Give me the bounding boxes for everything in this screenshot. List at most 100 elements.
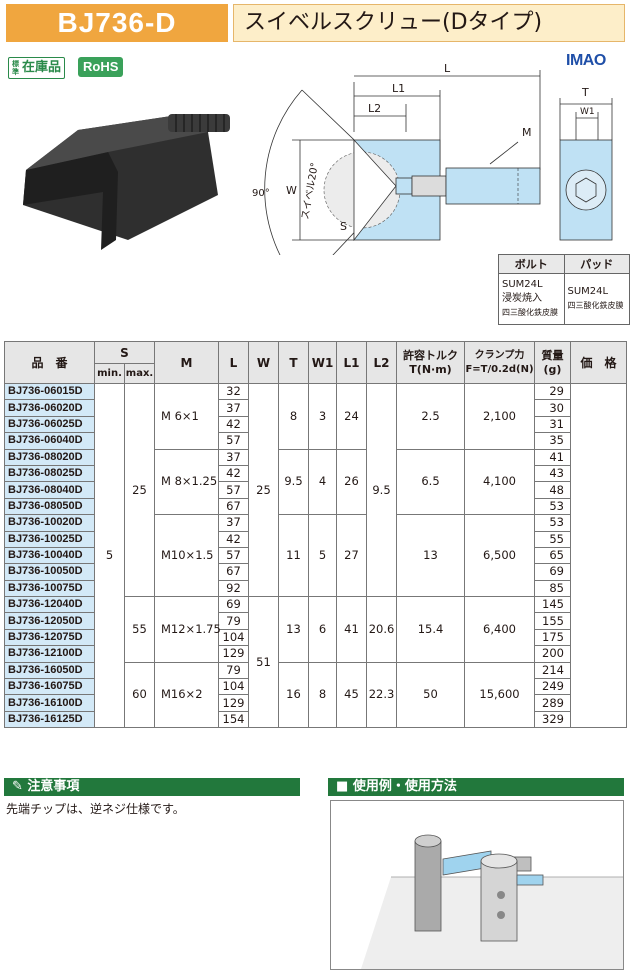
- l1-cell: 24: [336, 383, 367, 450]
- table-row: BJ736-16075D 104 249: [4, 678, 627, 696]
- usage-title: 使用例・使用方法: [352, 779, 457, 794]
- thread-size-cell: M12×1.75: [154, 596, 221, 663]
- length-cell: 32: [218, 382, 249, 401]
- label-90deg: 90°: [252, 188, 270, 199]
- clamp-formula: F=T/0.2d(N): [465, 363, 534, 375]
- w1-cell: 4: [308, 448, 337, 516]
- l2-cell: 20.6: [366, 596, 397, 663]
- usage-section-header: ■ 使用例・使用方法: [328, 778, 624, 796]
- length-cell: 92: [218, 579, 249, 598]
- t-cell: 16: [278, 661, 309, 729]
- header-clamp: クランプ力 F=T/0.2d(N): [464, 341, 535, 384]
- mass-cell: 289: [534, 694, 571, 712]
- length-cell: 37: [218, 399, 249, 417]
- header-price: 価 格: [570, 341, 627, 384]
- l1-cell: 27: [336, 514, 367, 598]
- label-T: T: [581, 86, 589, 99]
- clamp-force-cell: 2,100: [464, 383, 535, 450]
- caution-title: 注意事項: [27, 779, 80, 794]
- part-number-cell: BJ736-12100D: [4, 645, 95, 663]
- label-S: S: [340, 220, 347, 233]
- part-number-cell: BJ736-10075D: [4, 579, 95, 598]
- mass-cell: 30: [534, 399, 571, 417]
- part-number-cell: BJ736-16100D: [4, 694, 95, 712]
- part-number-cell: BJ736-12040D: [4, 596, 95, 614]
- standard-label: 標準: [12, 59, 19, 76]
- w1-cell: 5: [308, 514, 337, 598]
- header-l: L: [218, 341, 249, 384]
- mass-cell: 200: [534, 645, 571, 663]
- part-number-cell: BJ736-06015D: [4, 382, 95, 401]
- l1-cell: 41: [336, 596, 367, 663]
- mass-cell: 48: [534, 481, 571, 499]
- part-number-cell: BJ736-08040D: [4, 481, 95, 499]
- rohs-badge: RoHS: [78, 57, 124, 77]
- length-cell: 67: [218, 563, 249, 581]
- camera-icon: ■: [336, 779, 353, 794]
- w-cell: 51: [248, 596, 279, 729]
- clamp-force-cell: 6,500: [464, 514, 535, 598]
- mass-cell: 175: [534, 628, 571, 647]
- mass-cell: 43: [534, 464, 571, 483]
- mass-cell: 69: [534, 563, 571, 581]
- header-s: S: [94, 341, 155, 364]
- w1-cell: 8: [308, 661, 337, 729]
- label-swivel: スイベル20°: [299, 162, 321, 221]
- part-number-cell: BJ736-08025D: [4, 464, 95, 483]
- l2-cell: 9.5: [366, 382, 397, 598]
- torque-cell: 15.4: [396, 596, 465, 663]
- thread-size-cell: M 8×1.25: [154, 448, 219, 516]
- usage-illustration: [330, 800, 624, 970]
- label-L1: L1: [392, 82, 405, 95]
- bolt-material: SUM24L: [502, 279, 543, 290]
- mass-cell: 249: [534, 678, 571, 696]
- clamp-force-cell: 15,600: [464, 661, 535, 729]
- torque-cell: 13: [396, 514, 465, 598]
- header-part: 品 番: [4, 341, 95, 384]
- t-cell: 9.5: [278, 448, 309, 516]
- clamp-force-cell: 4,100: [464, 448, 535, 516]
- header-l2: L2: [366, 341, 397, 384]
- label-L2: L2: [368, 102, 381, 115]
- l1-cell: 45: [336, 661, 367, 729]
- length-cell: 67: [218, 497, 249, 516]
- material-table: ボルト パッド SUM24L 浸炭焼入 四三酸化鉄皮膜 SUM24L 四三酸化鉄…: [498, 254, 630, 325]
- part-number-cell: BJ736-16075D: [4, 678, 95, 696]
- part-number-cell: BJ736-16125D: [4, 710, 95, 729]
- length-cell: 129: [218, 645, 249, 663]
- header-t: T: [278, 341, 309, 384]
- l1-cell: 26: [336, 448, 367, 516]
- w1-cell: 3: [308, 383, 337, 450]
- s-max-cell: 25: [124, 382, 155, 598]
- part-number-cell: BJ736-06025D: [4, 415, 95, 434]
- w1-cell: 6: [308, 596, 337, 663]
- material-bolt: SUM24L 浸炭焼入 四三酸化鉄皮膜: [498, 273, 565, 325]
- pad-material: SUM24L: [567, 286, 609, 297]
- mass-cell: 214: [534, 661, 571, 680]
- length-cell: 104: [218, 628, 249, 647]
- part-number-cell: BJ736-10050D: [4, 563, 95, 581]
- thread-size-cell: M16×2: [154, 661, 219, 729]
- header-s-min: min.: [94, 363, 125, 384]
- length-cell: 104: [218, 678, 249, 696]
- length-cell: 57: [218, 432, 249, 450]
- mass-unit: (g): [543, 362, 562, 376]
- clamp-force-cell: 6,400: [464, 596, 535, 663]
- clamp-label: クランプ力: [474, 349, 525, 361]
- label-L: L: [444, 62, 451, 75]
- mass-cell: 41: [534, 448, 571, 466]
- header-s-max: max.: [124, 363, 155, 384]
- torque-cell: 6.5: [396, 448, 465, 516]
- product-photo: [23, 114, 230, 250]
- header-l1: L1: [336, 341, 367, 384]
- mass-cell: 55: [534, 530, 571, 548]
- thread-size-cell: M 6×1: [154, 383, 219, 450]
